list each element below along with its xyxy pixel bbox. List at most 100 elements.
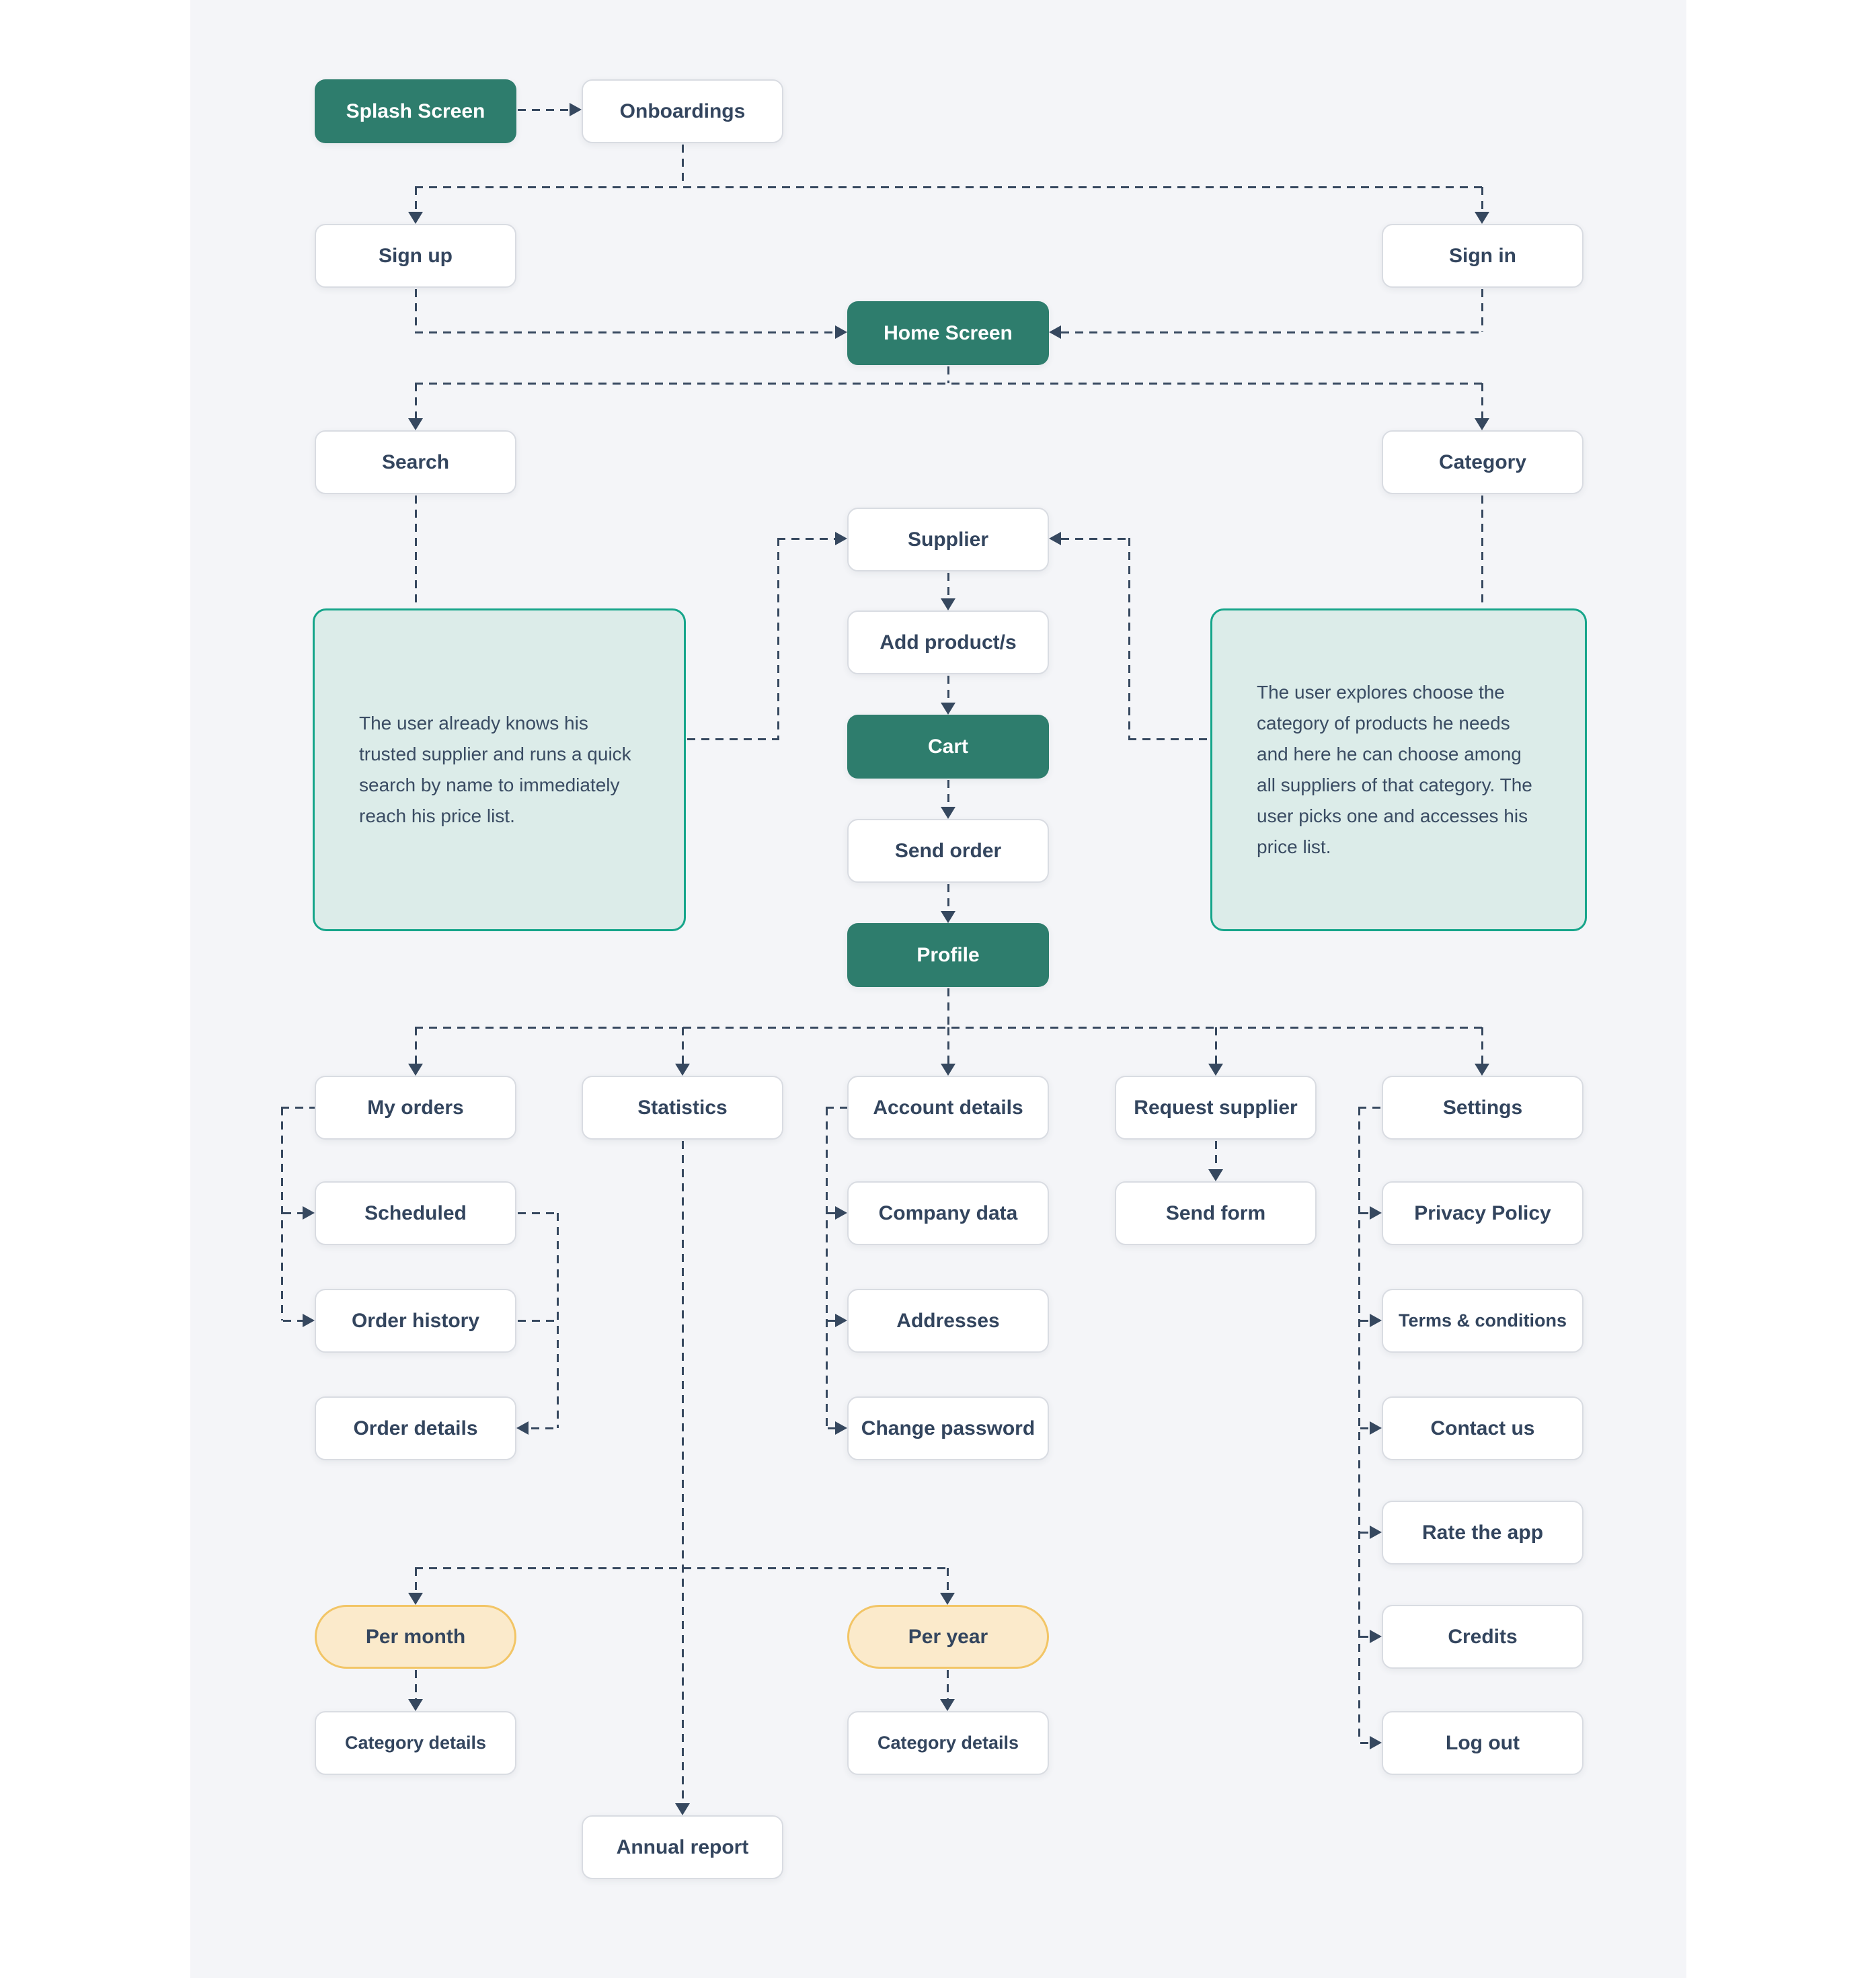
node-log-out[interactable]: Log out [1382,1711,1584,1775]
edge-to-request-supplier [1215,1027,1217,1064]
edge-note-right-up [1128,538,1130,740]
node-request-supplier[interactable]: Request supplier [1115,1076,1317,1140]
arrow-into-settings [1475,1064,1489,1076]
edge-per-month-down [415,1670,417,1699]
note-search-explanation: The user already knows his trusted suppl… [313,608,686,931]
edge-to-contact-us [1360,1427,1370,1429]
edge-cart-send [947,780,949,807]
node-send-form[interactable]: Send form [1115,1181,1317,1245]
node-sign-up[interactable]: Sign up [315,224,516,288]
node-send-order[interactable]: Send order [847,819,1049,883]
node-cart[interactable]: Cart [847,715,1049,779]
arrow-into-credits [1370,1630,1382,1643]
edge-splash-to-onboardings [518,109,571,111]
edge-supplier-add [947,573,949,598]
arrow-into-add-products [941,598,955,610]
node-account-details[interactable]: Account details [847,1076,1049,1140]
arrow-into-company-data [835,1206,847,1220]
edge-statistics-rail [682,1141,684,1803]
edge-scheduled-out [518,1212,558,1214]
node-statistics[interactable]: Statistics [582,1076,783,1140]
node-change-password[interactable]: Change password [847,1396,1049,1460]
edge-to-credits [1360,1636,1370,1638]
arrow-into-search [408,418,423,430]
node-order-history[interactable]: Order history [315,1289,516,1353]
edge-to-category [1481,383,1483,418]
node-order-details[interactable]: Order details [315,1396,516,1460]
edge-to-sign-in [1481,187,1483,212]
edge-send-profile [947,884,949,911]
edge-to-terms [1360,1320,1370,1322]
arrow-into-supplier-left [835,532,847,545]
edge-to-order-details [531,1427,558,1429]
edge-sign-up-to-home [415,331,835,333]
node-per-year[interactable]: Per year [847,1605,1049,1669]
node-onboardings[interactable]: Onboardings [582,79,783,143]
edge-note-left-to-supplier [777,538,835,540]
node-credits[interactable]: Credits [1382,1605,1584,1669]
edge-settings-stub [1358,1107,1382,1109]
edge-to-sign-up [415,187,417,212]
arrow-into-per-year [940,1593,955,1605]
arrow-into-contact-us [1370,1421,1382,1435]
note-category-explanation: The user explores choose the category of… [1210,608,1587,931]
node-category-details-month[interactable]: Category details [315,1711,516,1775]
node-settings[interactable]: Settings [1382,1076,1584,1140]
edge-sign-in-down [1481,289,1483,332]
edge-to-my-orders [415,1027,417,1064]
edge-per-year-down [947,1670,949,1699]
edge-home-down [947,366,949,383]
node-splash-screen[interactable]: Splash Screen [315,79,516,143]
node-add-products[interactable]: Add product/s [847,610,1049,674]
edge-to-per-year [947,1568,949,1593]
node-search[interactable]: Search [315,430,516,494]
edge-to-settings [1481,1027,1483,1064]
arrow-into-statistics [675,1064,690,1076]
node-home-screen[interactable]: Home Screen [847,301,1049,365]
arrow-into-home-left [835,325,847,339]
edge-to-order-history [283,1320,303,1322]
edge-add-cart [947,676,949,703]
edge-note-left-up [777,538,779,740]
node-profile[interactable]: Profile [847,923,1049,987]
arrow-into-change-password [835,1421,847,1435]
arrow-into-profile [941,911,955,923]
node-privacy-policy[interactable]: Privacy Policy [1382,1181,1584,1245]
node-rate-the-app[interactable]: Rate the app [1382,1501,1584,1565]
node-supplier[interactable]: Supplier [847,508,1049,571]
edge-note-right-out [1128,738,1209,740]
node-sign-in[interactable]: Sign in [1382,224,1584,288]
edge-note-left-out [687,738,779,740]
edge-request-send-form [1215,1141,1217,1169]
edge-to-addresses [828,1320,837,1322]
arrow-into-account-details [941,1064,955,1076]
edge-to-per-month [415,1568,417,1593]
node-addresses[interactable]: Addresses [847,1289,1049,1353]
edge-category-to-note [1481,496,1483,608]
arrow-into-sign-in [1475,212,1489,224]
node-category[interactable]: Category [1382,430,1584,494]
arrow-into-category-details-month [408,1699,423,1711]
arrow-into-category-details-year [940,1699,955,1711]
node-annual-report[interactable]: Annual report [582,1815,783,1879]
node-contact-us[interactable]: Contact us [1382,1396,1584,1460]
node-terms-conditions[interactable]: Terms & conditions [1382,1289,1584,1353]
arrow-into-my-orders [408,1064,423,1076]
arrow-into-supplier-right [1049,532,1061,545]
arrow-into-scheduled [303,1206,315,1220]
node-per-month[interactable]: Per month [315,1605,516,1669]
arrow-into-rate-the-app [1370,1526,1382,1539]
edge-onboardings-down [682,145,684,187]
edge-profile-down [947,988,949,1027]
edge-to-privacy-policy [1360,1212,1370,1214]
node-scheduled[interactable]: Scheduled [315,1181,516,1245]
node-company-data[interactable]: Company data [847,1181,1049,1245]
edge-settings-rail [1358,1107,1360,1743]
arrow-into-order-history [303,1314,315,1327]
node-my-orders[interactable]: My orders [315,1076,516,1140]
edge-order-history-out [518,1320,558,1322]
node-category-details-year[interactable]: Category details [847,1711,1049,1775]
edge-sign-in-to-home [1061,331,1481,333]
arrow-into-per-month [408,1593,423,1605]
